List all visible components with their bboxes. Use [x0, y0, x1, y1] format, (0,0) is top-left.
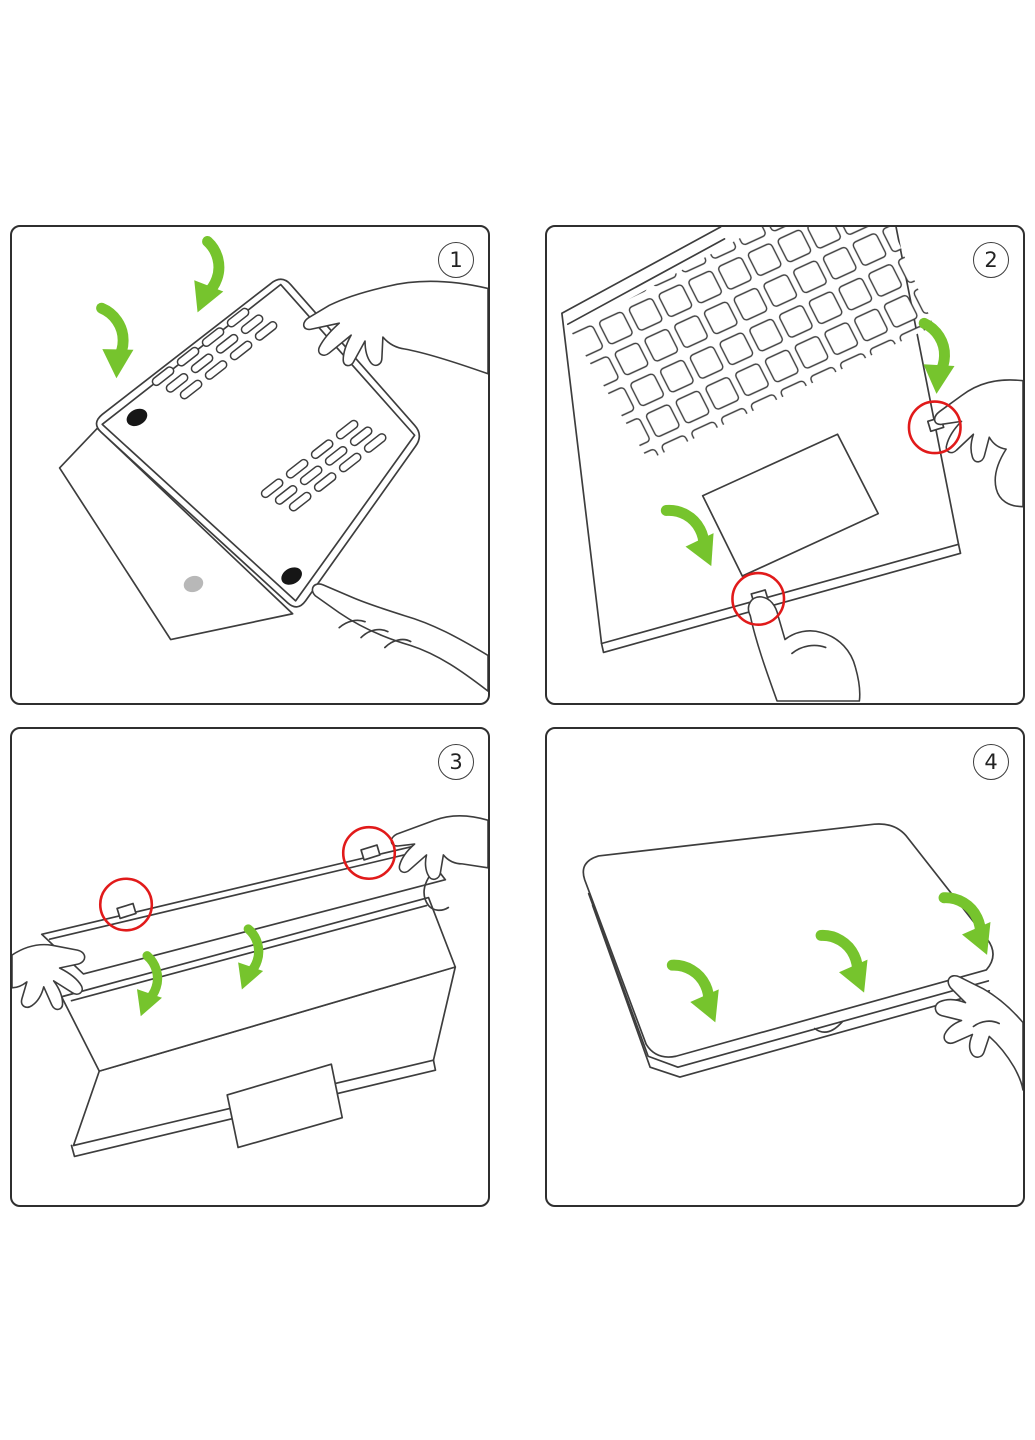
panel-step-4: 4 — [545, 727, 1025, 1207]
step-3-illustration — [12, 814, 488, 1158]
step-2-illustration — [561, 227, 1023, 702]
trackpad — [701, 433, 880, 577]
step-number-badge: 1 — [438, 242, 474, 278]
laptop-bottom-case — [95, 278, 421, 608]
clip-tab — [116, 902, 137, 920]
pressing-hand — [303, 280, 488, 375]
pressing-thumb-hand — [747, 596, 861, 702]
pinching-hand — [390, 814, 488, 912]
clip-highlight-circle — [907, 400, 962, 455]
case-seam-line — [587, 892, 990, 1069]
clip-tab — [360, 844, 381, 861]
step-number-badge: 2 — [973, 242, 1009, 278]
green-arrow-icon — [188, 240, 233, 316]
thumb-notch — [813, 1020, 844, 1033]
case-front-lip — [600, 543, 962, 654]
holding-hand — [934, 975, 1023, 1091]
rubber-foot — [126, 408, 148, 427]
laptop-screen-lid — [60, 896, 457, 1072]
trackpad — [226, 1063, 344, 1149]
step-number-badge: 3 — [438, 744, 474, 780]
apple-logo-dot — [183, 575, 204, 593]
step-number: 1 — [449, 248, 463, 272]
panel-step-3: 3 — [10, 727, 490, 1207]
step-number: 4 — [984, 750, 998, 774]
bottom-edge-line — [591, 904, 991, 1078]
laptop-keyboard-deck — [561, 227, 962, 654]
step-1-illustration — [58, 227, 488, 692]
holding-hand — [12, 943, 86, 1011]
keyboard-keys — [570, 227, 934, 461]
clip-highlight-circle — [341, 825, 397, 881]
laptop-screen-half — [58, 427, 294, 641]
holding-hand — [311, 583, 488, 692]
clip-highlight-circle — [98, 877, 154, 932]
step-number-badge: 4 — [973, 744, 1009, 780]
clip-highlight-circle — [731, 571, 786, 626]
step-4-illustration — [582, 823, 1023, 1091]
panel-step-1: 1 — [10, 225, 490, 705]
panel-step-2: 2 — [545, 225, 1025, 705]
rubber-foot — [281, 567, 302, 585]
step-number: 3 — [449, 750, 463, 774]
green-arrow-icon — [97, 305, 137, 380]
closed-laptop-with-case — [582, 823, 994, 1078]
step-number: 2 — [984, 248, 998, 272]
